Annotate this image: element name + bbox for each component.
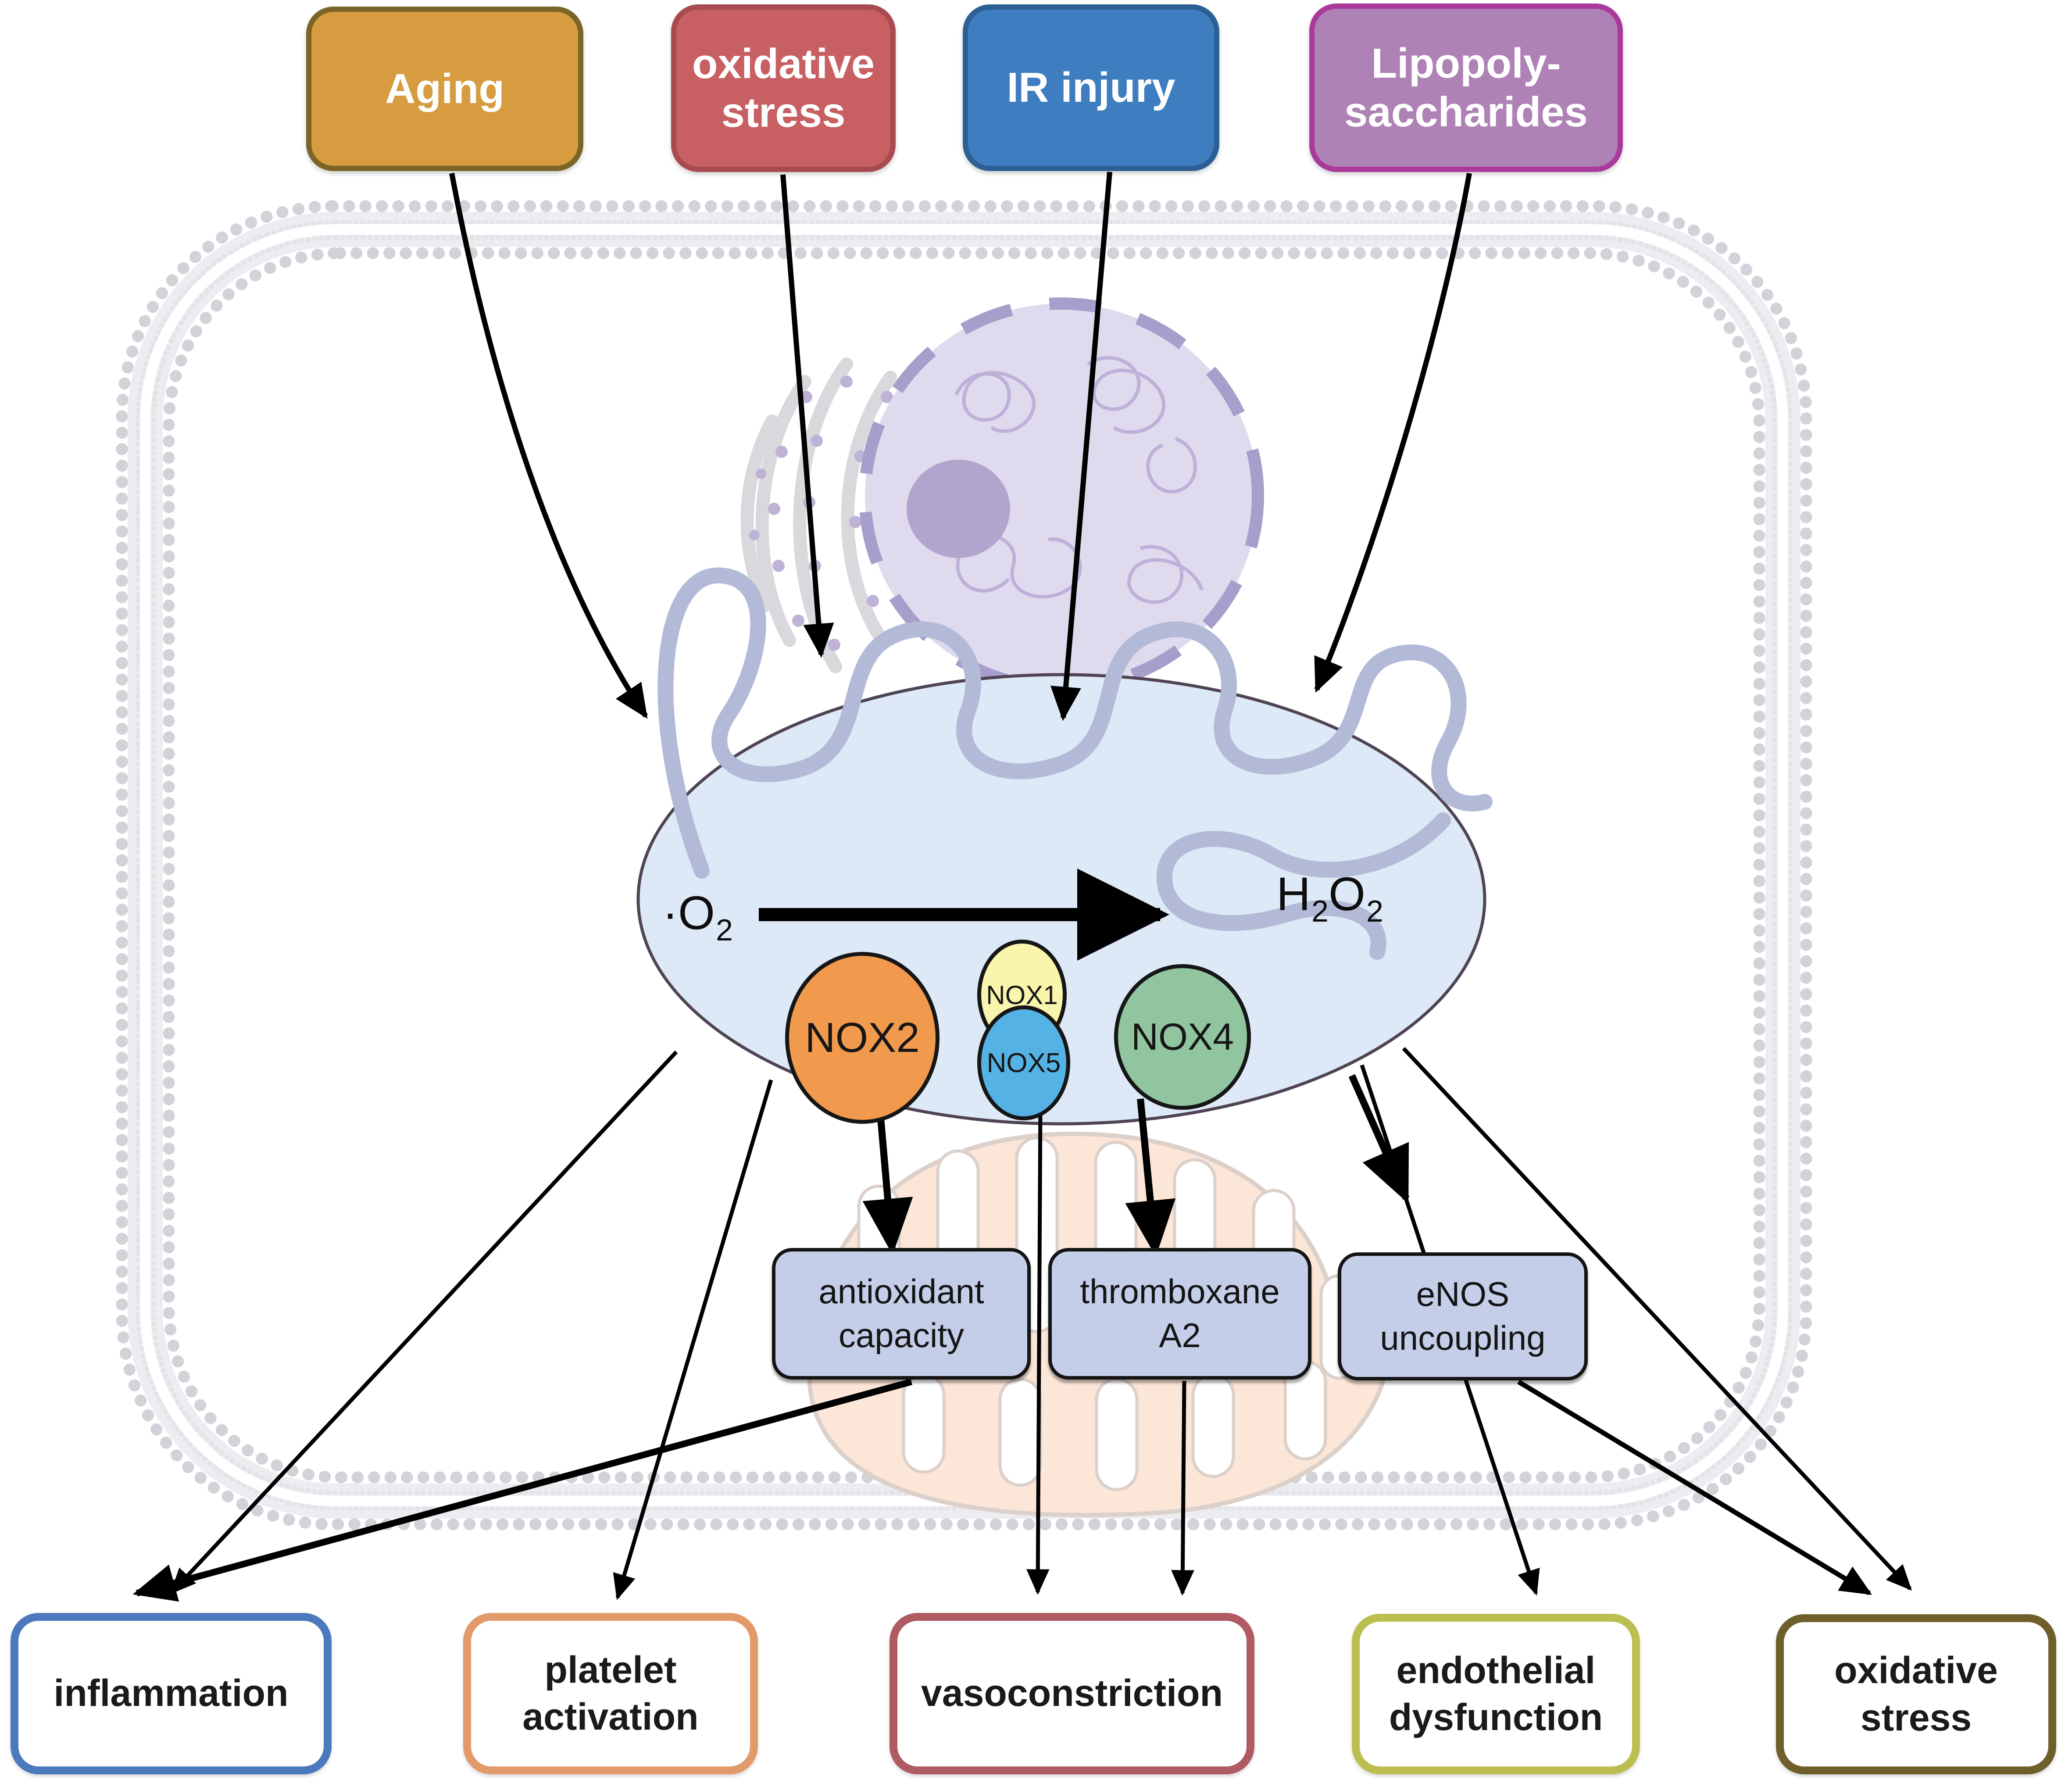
nox5-enzyme: NOX5 [977,1005,1070,1120]
box-platelet-activation: platelet activation [463,1613,758,1774]
box-endothelial-dysfunction: endothelial dysfunction [1352,1614,1640,1774]
arrow-nox-to-oxidative-stress [1402,1047,1912,1591]
box-vasoconstriction: vasoconstriction [890,1613,1254,1774]
golgi-apparatus [740,358,897,673]
box-thromboxane-a2: thromboxane A2 [1048,1248,1311,1380]
arrow-oxidative-stress-to-nox [780,174,834,658]
box-ir-injury: IR injury [963,4,1219,171]
arrow-nox-to-inflammation [170,1050,678,1595]
box-oxidative-stress-bottom: oxidative stress [1776,1614,2056,1774]
box-antioxidant-capacity: antioxidant capacity [772,1248,1031,1380]
nox2-enzyme: NOX2 [785,952,940,1124]
arrow-nox-to-thromboxane [1125,1098,1176,1257]
arrow-ir-injury-to-nox [1050,172,1112,721]
arrow-lps-to-nox [1314,172,1472,693]
arrow-nox-to-platelet-activation [613,1079,773,1600]
arrow-aging-to-nox [449,172,648,719]
box-aging: Aging [306,7,583,171]
outer-leaflet-heads [116,200,1812,1530]
arrow-nox-to-vasoconstriction [1026,1108,1050,1595]
arrow-enos-to-oxidative-stress [1517,1380,1872,1595]
nucleolus [907,460,1010,558]
box-enos-uncoupling: eNOS uncoupling [1338,1252,1588,1380]
box-inflammation: inflammation [11,1613,332,1774]
chromatin [954,356,1204,604]
arrow-thromboxane-to-vasoconstriction [1171,1380,1194,1596]
arrow-nox-to-antioxidant-capacity [862,1103,913,1255]
box-lipopolysaccharides: Lipopoly- saccharides [1309,4,1623,172]
box-oxidative-stress-top: oxidative stress [671,4,896,172]
arrow-antioxidant-to-inflammation [132,1378,912,1602]
nox4-enzyme: NOX4 [1114,964,1251,1110]
